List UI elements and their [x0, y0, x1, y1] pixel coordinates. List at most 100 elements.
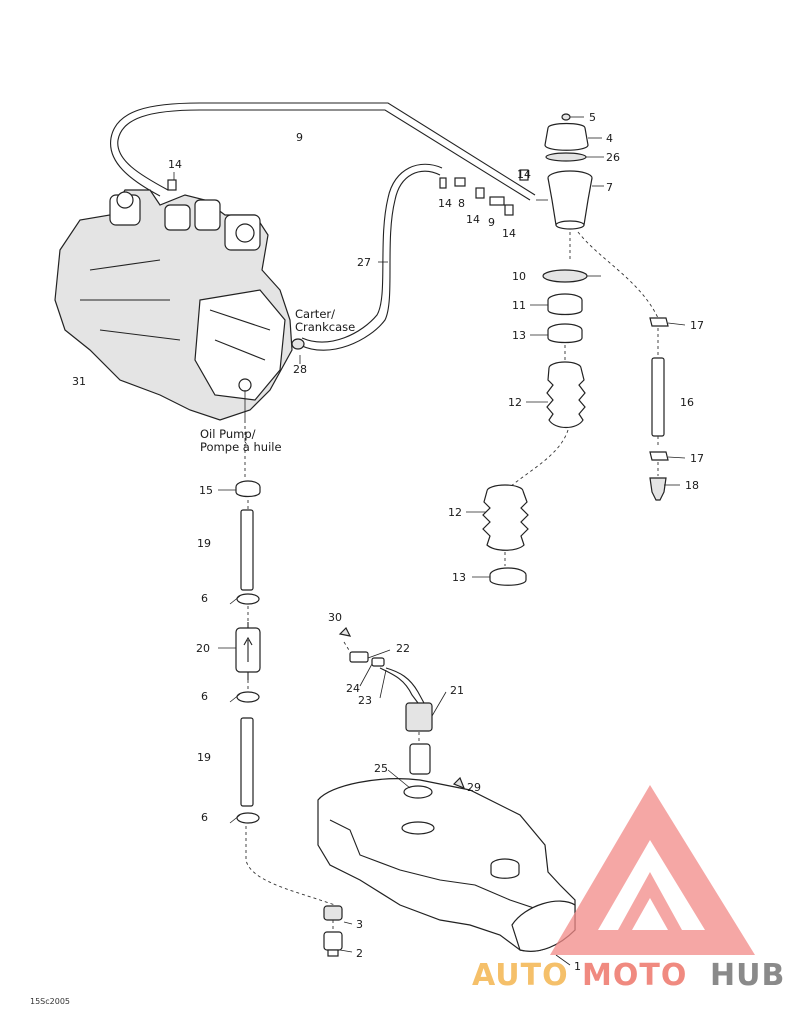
callout-26: 26 [606, 151, 620, 164]
nut-11 [547, 293, 583, 316]
sensor-assembly [338, 626, 433, 775]
callout-25: 25 [374, 762, 388, 775]
callout-28: 28 [293, 363, 307, 376]
callout-17-b: 17 [690, 452, 704, 465]
callout-6-b: 6 [201, 690, 208, 703]
callout-14-a: 14 [168, 158, 182, 171]
clamp-6-b [229, 691, 260, 703]
callout-27: 27 [357, 256, 371, 269]
callout-29: 29 [467, 781, 481, 794]
callout-5: 5 [589, 111, 596, 124]
cap-part-5 [561, 113, 571, 121]
vent-fittings [167, 169, 529, 216]
callout-18: 18 [685, 479, 699, 492]
watermark-hub: HUB [710, 958, 785, 993]
watermark-logo [550, 785, 755, 955]
callout-14-b: 14 [517, 168, 531, 181]
drop-icon-30 [338, 626, 352, 637]
callout-2: 2 [356, 947, 363, 960]
callout-19-b: 19 [197, 751, 211, 764]
cap-part-4 [544, 122, 589, 151]
clamp-14-c [475, 187, 485, 199]
oil-tank-1 [317, 776, 576, 952]
vent-hose-27 [299, 163, 443, 351]
callout-9-top: 9 [296, 131, 303, 144]
drain-hose-assembly [649, 317, 669, 501]
bellows-12-a [546, 361, 586, 429]
fitting-28 [291, 338, 305, 350]
clamp-14-d [504, 204, 514, 216]
callout-numbers: 5 4 26 7 9 14 14 14 8 14 9 14 27 10 11 1… [72, 111, 704, 973]
callout-4: 4 [606, 132, 613, 145]
hose-19-b [240, 717, 254, 807]
callout-30: 30 [328, 611, 342, 624]
hose-19-a [240, 509, 254, 591]
callout-15: 15 [199, 484, 213, 497]
callout-19-a: 19 [197, 537, 211, 550]
callout-22: 22 [396, 642, 410, 655]
callout-14-c: 14 [438, 197, 452, 210]
clamp-14-b [439, 177, 447, 189]
leader-lines [173, 116, 686, 966]
pin-24 [371, 657, 385, 667]
clamp-6-c [229, 812, 260, 824]
callout-17-a: 17 [690, 319, 704, 332]
fitting-3 [323, 905, 343, 921]
grommet-25 [403, 785, 433, 799]
callout-13-a: 13 [512, 329, 526, 342]
hose-16 [651, 357, 665, 437]
watermark-text: AUTO MOTO HUB [472, 958, 785, 993]
callout-14-e: 14 [502, 227, 516, 240]
clamp-14-a [167, 179, 177, 191]
watermark-triangle-icon [550, 785, 755, 955]
fitting-8 [454, 177, 466, 187]
washer-10 [542, 269, 588, 283]
drain-plug-18 [649, 477, 667, 501]
callout-31: 31 [72, 375, 86, 388]
bellows-12-b [482, 484, 529, 551]
figure-code: 15Sc2005 [30, 997, 70, 1006]
clamp-17-a [649, 317, 669, 327]
callout-12-a: 12 [508, 396, 522, 409]
engine-31 [54, 189, 293, 421]
vent-hose-9 [110, 102, 536, 201]
clamp-15 [235, 480, 261, 498]
clamp-17-b [649, 451, 669, 461]
callout-23: 23 [358, 694, 372, 707]
callout-11: 11 [512, 299, 526, 312]
clamp-13-b [489, 567, 527, 586]
watermark-auto: AUTO [472, 958, 569, 993]
callout-6-a: 6 [201, 592, 208, 605]
gasket-26 [545, 152, 587, 162]
callout-13-b: 13 [452, 571, 466, 584]
oil-pump-label-fr: Pompe à huile [200, 440, 282, 454]
crankcase-label-fr: Carter/ [295, 307, 335, 321]
callout-6-c: 6 [201, 811, 208, 824]
crankcase-label-en: Crankcase [295, 320, 355, 334]
callout-12-b: 12 [448, 506, 462, 519]
callout-16: 16 [680, 396, 694, 409]
connector-22 [349, 651, 369, 663]
cap-assembly [544, 113, 589, 162]
callout-9-short: 9 [488, 216, 495, 229]
callout-20: 20 [196, 642, 210, 655]
filler-neck-7 [536, 170, 593, 230]
oil-pump-label-en: Oil Pump/ [200, 427, 256, 441]
level-sensor-21 [405, 702, 433, 732]
oil-filter-20 [235, 622, 261, 680]
hose-9-short [489, 196, 505, 206]
callout-14-d: 14 [466, 213, 480, 226]
clamp-6-a [229, 593, 260, 605]
callout-10: 10 [512, 270, 526, 283]
drop-icon-29 [452, 776, 466, 790]
callout-21: 21 [450, 684, 464, 697]
callout-24: 24 [346, 682, 360, 695]
clamp-13-a [547, 323, 583, 344]
callout-1: 1 [574, 960, 581, 973]
clamp-14-e [519, 169, 529, 181]
watermark-moto: MOTO [582, 958, 687, 993]
watermark-m-icon [618, 872, 682, 930]
callout-8: 8 [458, 197, 465, 210]
callout-3: 3 [356, 918, 363, 931]
